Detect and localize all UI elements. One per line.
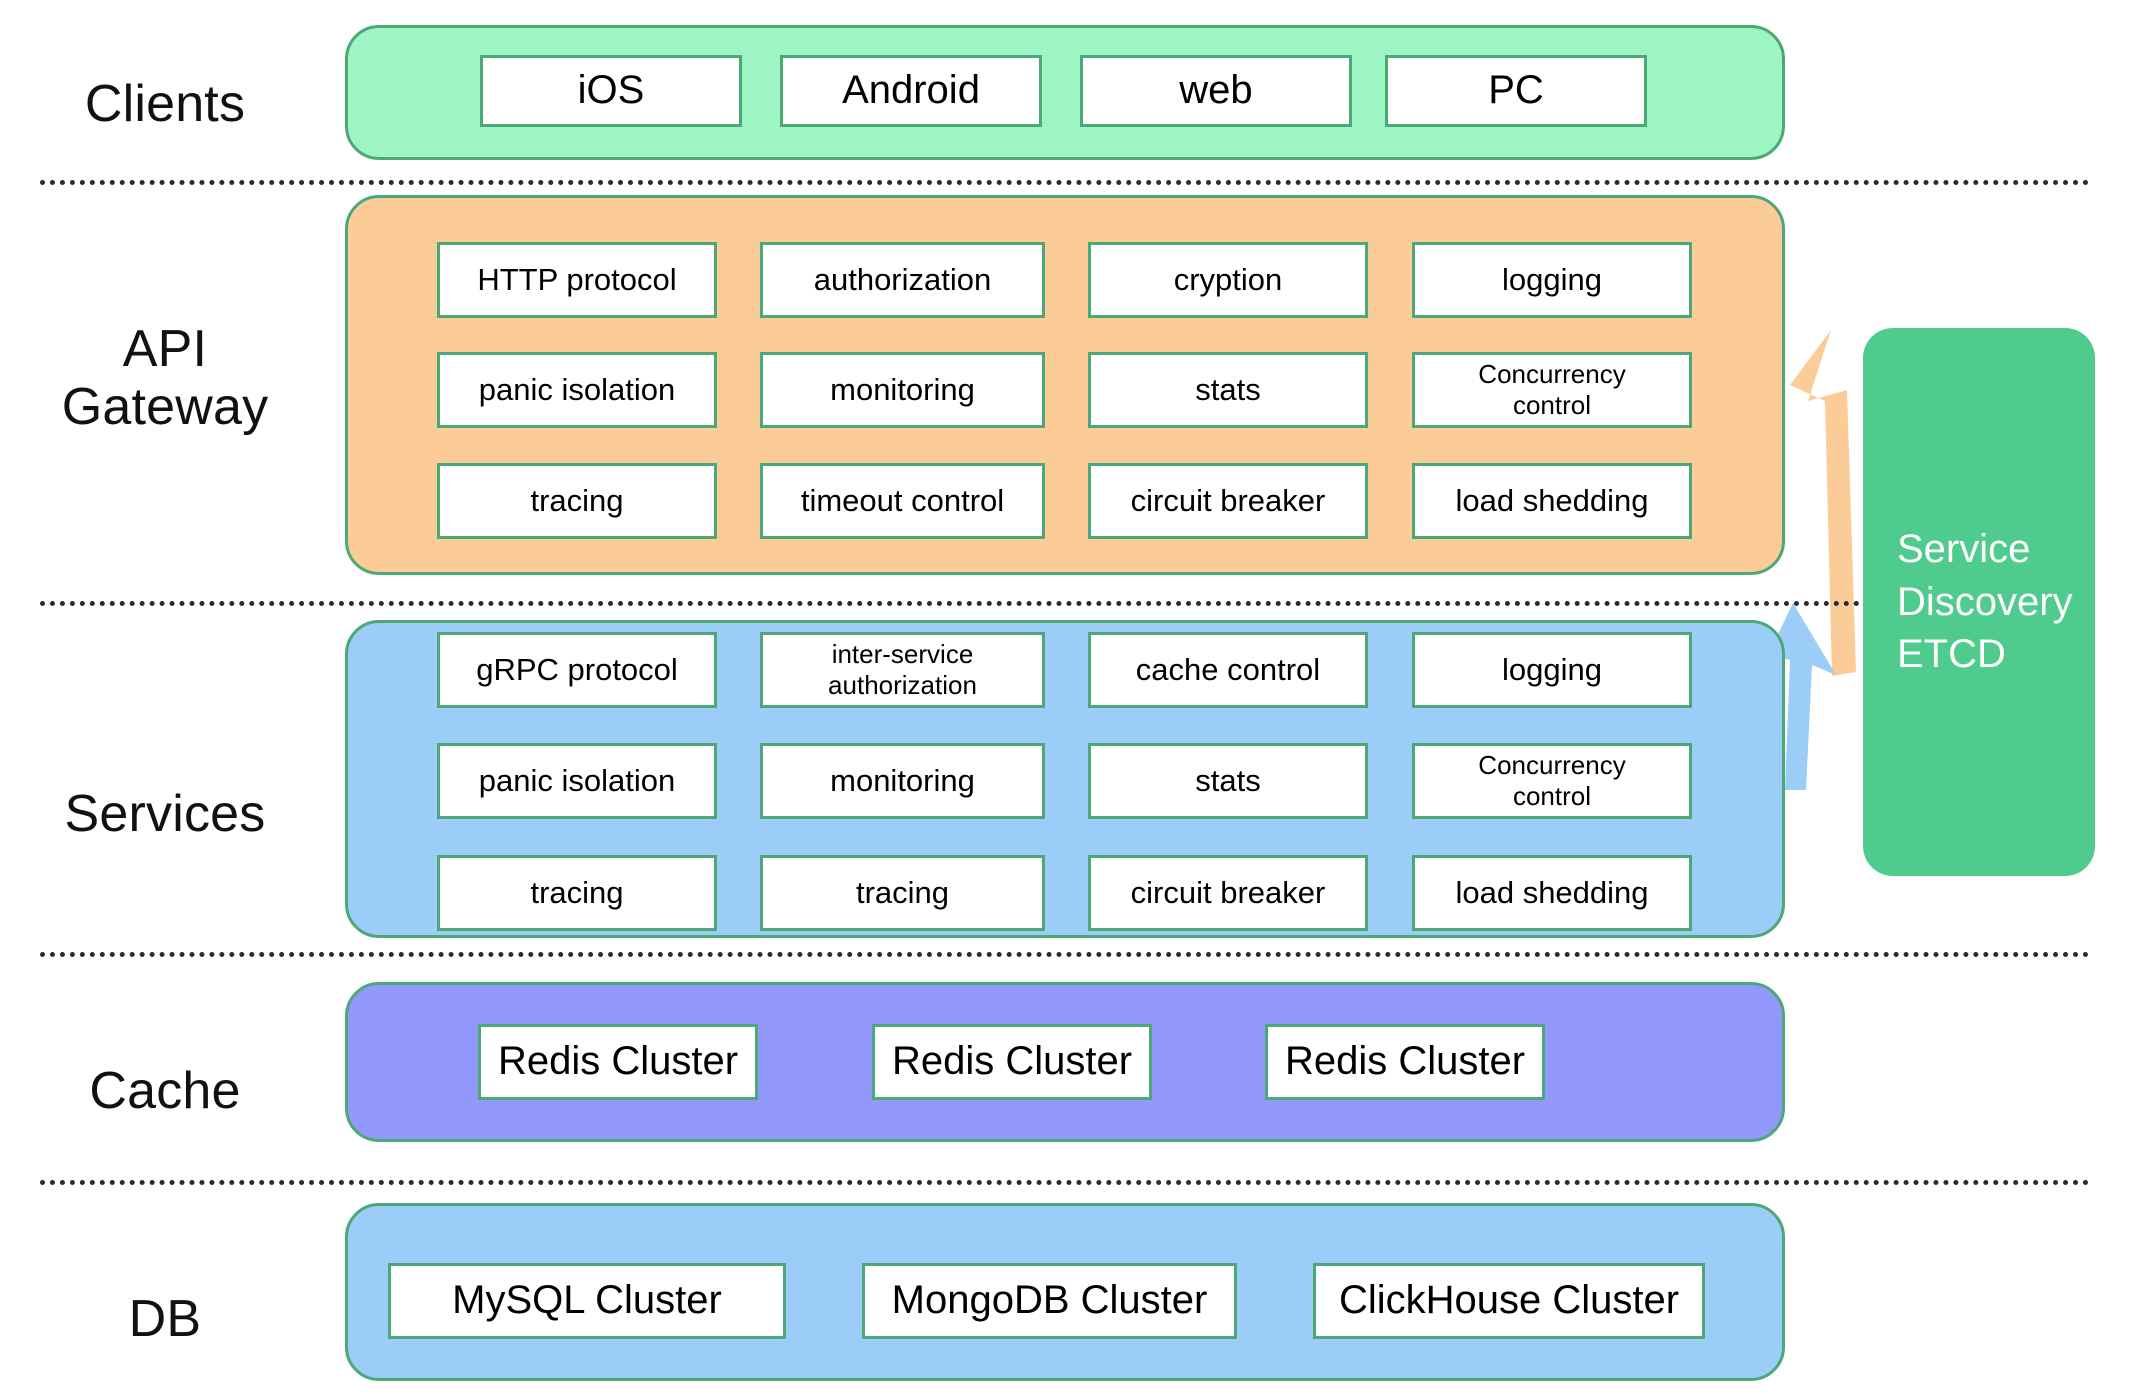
separator-gateway-services [40,601,2090,606]
separator-services-cache [40,952,2090,957]
separator-clients-gateway [40,180,2090,185]
client-item-ios[interactable]: iOS [480,55,742,127]
service-item-concurrency-control[interactable]: Concurrency control [1412,743,1692,819]
service-item-circuit-breaker[interactable]: circuit breaker [1088,855,1368,931]
row-label-api-gateway: API Gateway [61,320,269,437]
arrow-gateway-to-service-discovery [1790,330,1856,676]
db-item-mysql-cluster[interactable]: MySQL Cluster [388,1263,786,1339]
gateway-item-circuit-breaker[interactable]: circuit breaker [1088,463,1368,539]
db-item-mongodb-cluster[interactable]: MongoDB Cluster [862,1263,1237,1339]
gateway-item-monitoring[interactable]: monitoring [760,352,1045,428]
client-item-web[interactable]: web [1080,55,1352,127]
service-item-cache-control[interactable]: cache control [1088,632,1368,708]
gateway-item-authorization[interactable]: authorization [760,242,1045,318]
gateway-item-timeout-control[interactable]: timeout control [760,463,1045,539]
service-item-tracing-2[interactable]: tracing [760,855,1045,931]
row-label-cache: Cache [89,1062,241,1120]
db-item-clickhouse-cluster[interactable]: ClickHouse Cluster [1313,1263,1705,1339]
row-label-db: DB [128,1290,202,1348]
gateway-item-logging[interactable]: logging [1412,242,1692,318]
service-item-panic-isolation[interactable]: panic isolation [437,743,717,819]
gateway-item-cryption[interactable]: cryption [1088,242,1368,318]
service-item-monitoring[interactable]: monitoring [760,743,1045,819]
client-item-android[interactable]: Android [780,55,1042,127]
service-item-grpc-protocol[interactable]: gRPC protocol [437,632,717,708]
gateway-item-load-shedding[interactable]: load shedding [1412,463,1692,539]
row-label-clients: Clients [84,75,246,133]
gateway-item-concurrency-control[interactable]: Concurrency control [1412,352,1692,428]
cache-item-redis-cluster-3[interactable]: Redis Cluster [1265,1024,1545,1100]
service-item-inter-service-authorization[interactable]: inter-service authorization [760,632,1045,708]
service-discovery-panel[interactable]: Service Discovery ETCD [1863,328,2095,876]
service-item-load-shedding[interactable]: load shedding [1412,855,1692,931]
gateway-item-stats[interactable]: stats [1088,352,1368,428]
separator-cache-db [40,1180,2090,1185]
gateway-item-http-protocol[interactable]: HTTP protocol [437,242,717,318]
row-label-services: Services [64,785,266,843]
gateway-item-tracing[interactable]: tracing [437,463,717,539]
cache-item-redis-cluster-2[interactable]: Redis Cluster [872,1024,1152,1100]
cache-item-redis-cluster-1[interactable]: Redis Cluster [478,1024,758,1100]
gateway-item-panic-isolation[interactable]: panic isolation [437,352,717,428]
service-discovery-label: Service Discovery ETCD [1897,526,2073,677]
client-item-pc[interactable]: PC [1385,55,1647,127]
service-item-logging[interactable]: logging [1412,632,1692,708]
service-item-stats[interactable]: stats [1088,743,1368,819]
service-item-tracing-1[interactable]: tracing [437,855,717,931]
